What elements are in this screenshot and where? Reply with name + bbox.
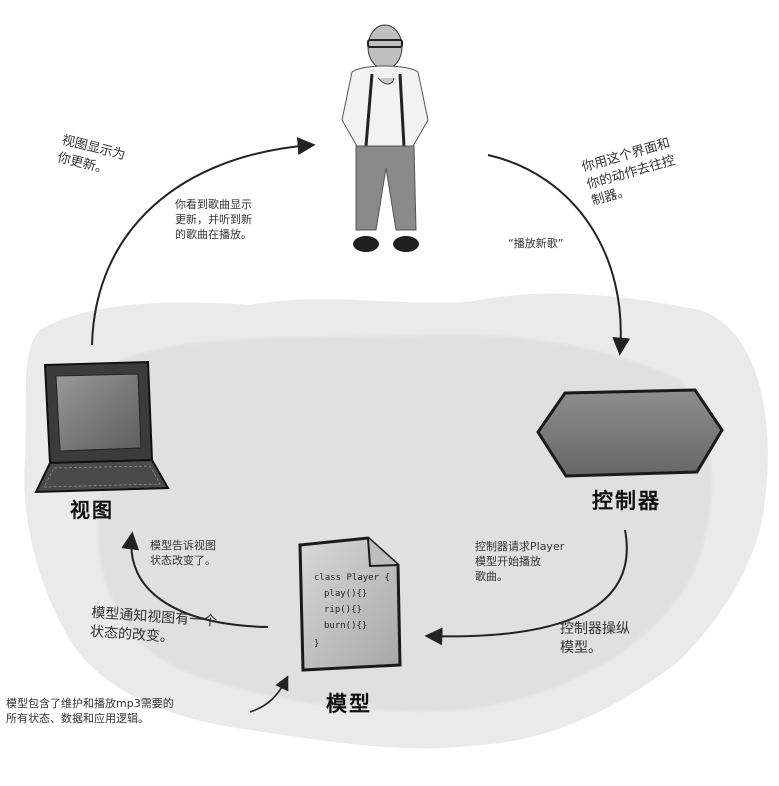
controller-label: 控制器 — [592, 489, 661, 513]
you-see-update-note: 你看到歌曲显示 更新，并听到新 的歌曲在播放。 — [175, 198, 252, 241]
arrow-model-to-view — [121, 531, 269, 628]
controller-manipulates-note: 控制器操纵 模型。 — [560, 621, 630, 656]
model-label: 模型 — [326, 692, 372, 716]
controller-hexagon-icon — [536, 388, 724, 478]
arrow-pointer-to-model — [249, 675, 289, 713]
model-contains-note: 模型包含了维护和播放mp3需要的 所有状态、数据和应用逻辑。 — [6, 697, 174, 725]
code-line-5: } — [314, 639, 320, 649]
code-line-3: rip(){} — [324, 605, 362, 615]
arrow-controller-to-model — [424, 529, 628, 646]
user-figure — [341, 24, 429, 252]
arrow-user-to-controller — [487, 154, 631, 356]
arrow-view-to-user — [91, 137, 316, 346]
view-label: 视图 — [70, 498, 114, 522]
code-line-1: class Player { — [314, 573, 390, 583]
controller-requests-note: 控制器请求Player 模型开始播放 歌曲。 — [475, 540, 565, 583]
code-line-4: burn(){} — [324, 621, 368, 631]
model-document-icon — [298, 536, 402, 672]
view-laptop-icon — [34, 360, 170, 494]
code-line-2: play(){} — [324, 589, 368, 599]
model-tells-view-note: 模型告诉视图 状态改变了。 — [150, 539, 216, 567]
play-new-song-note: “播放新歌” — [508, 237, 564, 250]
